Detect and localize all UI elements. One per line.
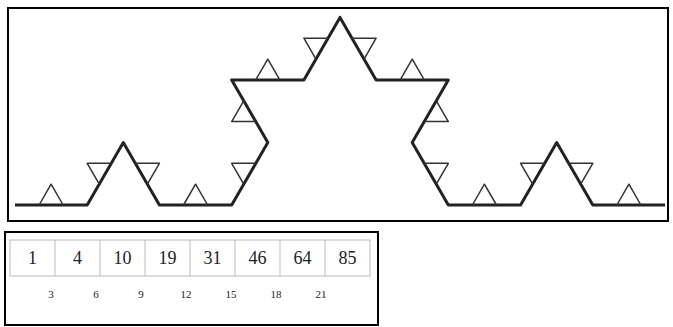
table-cell: 10 [100,240,145,276]
table-cell: 1 [10,240,55,276]
table-frame [5,232,378,325]
koch-small-bumps [39,38,641,205]
difference-number: 3 [48,288,54,300]
difference-number: 15 [226,288,237,300]
table-cell: 64 [280,240,325,276]
table-divider [100,240,101,276]
table-cell: 85 [325,240,370,276]
table-divider [235,240,236,276]
difference-number: 9 [138,288,144,300]
table-divider [325,240,326,276]
table-grid [10,240,370,276]
table-cell: 31 [190,240,235,276]
table-cell: 46 [235,240,280,276]
picture-frame [8,8,668,221]
table-row [10,240,370,276]
table-divider [280,240,281,276]
koch-curve [15,17,665,205]
table-divider [55,240,56,276]
difference-number: 6 [93,288,99,300]
table-divider [190,240,191,276]
table-divider [145,240,146,276]
table-cell: 19 [145,240,190,276]
difference-number: 12 [181,288,192,300]
table-cell: 4 [55,240,100,276]
difference-number: 18 [271,288,282,300]
difference-number: 21 [316,288,327,300]
